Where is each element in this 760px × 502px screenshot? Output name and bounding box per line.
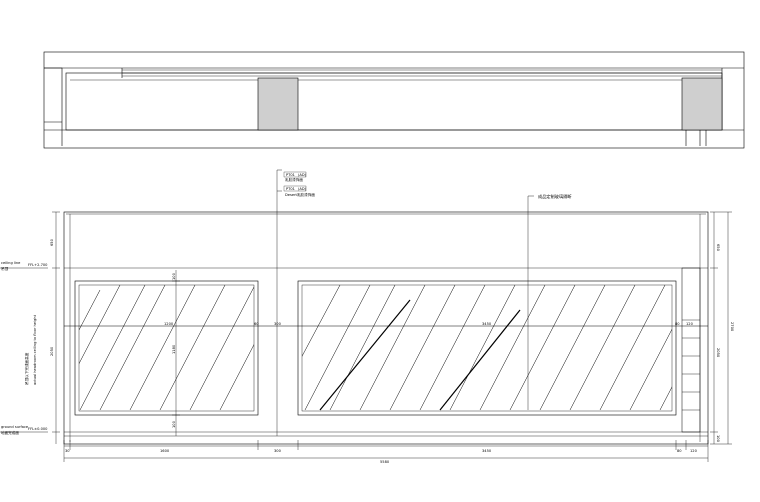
wall-outline — [63, 211, 709, 445]
dim-glass-bottom: 100 — [172, 420, 176, 428]
upper-level-name: ceiling line — [1, 261, 21, 265]
dim-mid-b: 60 — [254, 322, 259, 326]
dim-left-mid: 2050 — [50, 346, 54, 356]
dim-left-top: 650 — [50, 238, 54, 246]
dim-bottom-total: 5580 — [380, 460, 390, 464]
tag2-suffix: (AD) — [298, 187, 307, 191]
glass-vertical-dimension — [172, 270, 180, 436]
bottom-dimensions — [63, 440, 709, 462]
dim-right-bottom: 100 — [716, 435, 720, 443]
lower-level-value: FFL±0.000 — [28, 427, 48, 431]
upper-level-sub: 吊顶 — [1, 266, 9, 271]
dim-bottom-6: 120 — [690, 449, 698, 453]
dim-mid-f: 120 — [686, 322, 694, 326]
glass-hatch-left — [79, 285, 254, 411]
side-cabinet — [681, 267, 701, 433]
elevation-view — [63, 169, 709, 445]
upper-level-value: FFL+2.700 — [28, 263, 48, 267]
plan-view — [43, 51, 745, 149]
right-note: 成品定制玻璃隔断 — [538, 193, 572, 200]
tag1-text: 乳胶漆饰面 — [285, 177, 303, 182]
dim-bottom-5: 80 — [677, 449, 682, 453]
vertical-label-2: actual headroom ceiling to floor height — [33, 314, 37, 385]
tag2-code: PT01 — [286, 187, 295, 191]
tag2-box — [283, 185, 307, 192]
dim-right-total: 2700 — [730, 322, 734, 332]
dim-glass-top: 100 — [172, 272, 176, 280]
lower-level-name: ground surface — [1, 425, 29, 429]
dim-glass-height: 1180 — [172, 344, 176, 354]
dim-bottom-1: 30 — [65, 449, 70, 453]
right-dimensions — [710, 211, 732, 445]
dim-right-mid: 2050 — [716, 348, 720, 358]
dim-bottom-2: 1600 — [160, 449, 170, 453]
dim-mid-d: 3450 — [482, 322, 492, 326]
plan-column-right — [681, 77, 723, 131]
tag2-text: Desert乳胶漆饰面 — [285, 192, 315, 197]
tag1-suffix: (AD) — [298, 173, 307, 177]
lower-level-sub: 地面完成面 — [1, 430, 19, 435]
glass-hatch-right — [302, 285, 672, 411]
dim-mid-c: 300 — [274, 322, 282, 326]
glass-panel-left — [74, 280, 259, 416]
vertical-label-1: 吊顶以下完成面高度 — [24, 352, 29, 385]
dim-mid-e: 80 — [675, 322, 680, 326]
dim-mid-a: 1200 — [164, 322, 174, 326]
glass-panel-right — [297, 280, 677, 416]
plan-outline — [43, 51, 745, 149]
plan-column-left — [257, 77, 299, 131]
tag1-box — [283, 171, 307, 178]
dim-bottom-4: 3450 — [482, 449, 492, 453]
tag1-code: PT01 — [286, 173, 295, 177]
left-dimensions — [0, 211, 60, 444]
dim-bottom-3: 300 — [274, 449, 282, 453]
dim-right-top: 650 — [716, 244, 720, 252]
